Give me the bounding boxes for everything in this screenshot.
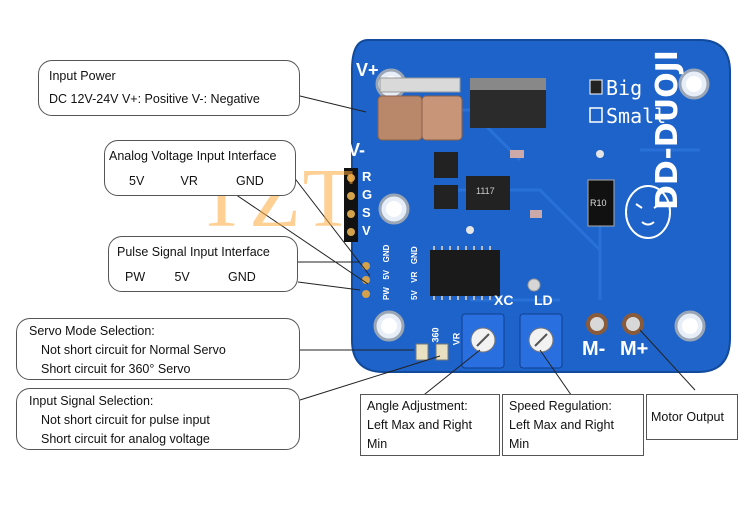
- mascot-icon: [625, 185, 671, 239]
- callout-input-signal: Input Signal Selection: Not short circui…: [16, 388, 300, 450]
- label-v-minus: V-: [348, 140, 366, 160]
- pin-v: V: [362, 223, 371, 238]
- header-pins: [344, 168, 358, 242]
- angle-line2: Left Max and Right: [367, 418, 472, 432]
- servo-mode-line2: Short circuit for 360° Servo: [41, 362, 191, 376]
- jumper-vr-label: VR: [451, 332, 462, 346]
- brand-label: DD-DUOJI: [650, 50, 685, 210]
- speed-line3: Min: [509, 437, 530, 451]
- pin-label-gnd: GND: [410, 246, 419, 265]
- pad-m-plus: [622, 313, 644, 335]
- label-big: Big: [606, 76, 643, 100]
- input-signal-line2: Short circuit for analog voltage: [41, 432, 210, 446]
- pin-label-pw: PW: [382, 287, 391, 300]
- chip-marking: 1117: [476, 186, 495, 196]
- header-pin-letters: R G S V: [362, 168, 376, 240]
- servo-mode-title: Servo Mode Selection:: [29, 324, 155, 338]
- label-xc: XC: [494, 292, 514, 308]
- pin-label-vr: VR: [410, 271, 419, 283]
- input-power-title: Input Power: [49, 69, 116, 83]
- input-signal-title: Input Signal Selection:: [29, 394, 154, 408]
- label-small: Small: [606, 104, 667, 128]
- analog-label-5v: 5V: [129, 174, 145, 188]
- pin-label-5v: 5V: [410, 290, 419, 300]
- angle-line1: Angle Adjustment:: [367, 399, 468, 413]
- input-signal-line1: Not short circuit for pulse input: [41, 413, 210, 427]
- jumper-360: [415, 343, 429, 361]
- jumper-vr: [435, 343, 449, 361]
- ic-1117: [466, 176, 510, 210]
- resistor-r10: [587, 179, 615, 227]
- inductor-2: [421, 95, 463, 141]
- analog-label-gnd: GND: [235, 174, 264, 188]
- inductor-1: [377, 95, 423, 141]
- pin-labels-group-1: 5V VR GND: [404, 246, 422, 300]
- analog-label-vr: VR: [180, 174, 198, 188]
- pin-label-5v-2: 5V: [382, 269, 391, 280]
- pin-s: S: [362, 205, 371, 220]
- label-v-plus: V+: [356, 60, 379, 80]
- motor-output-label: Motor Output: [651, 410, 724, 424]
- speed-line1: Speed Regulation:: [509, 399, 612, 413]
- box-motor-output: Motor Output: [646, 394, 738, 440]
- driver-ic: [430, 250, 500, 296]
- pot-xc: [461, 313, 505, 369]
- box-speed-regulation: Speed Regulation: Left Max and Right Min: [502, 394, 644, 456]
- pulse-label-pw: PW: [125, 270, 146, 284]
- label-m-plus: M+: [620, 338, 649, 360]
- pot-ld: [519, 313, 563, 369]
- pulse-input-title: Pulse Signal Input Interface: [117, 245, 270, 259]
- speed-line2: Left Max and Right: [509, 418, 614, 432]
- pin-labels-group-2: PW 5V GND: [376, 245, 394, 300]
- leader-lines: [225, 95, 696, 403]
- jumper-360-label: 360: [430, 327, 441, 343]
- analog-input-title: Analog Voltage Input Interface: [109, 149, 277, 163]
- box-angle-adjustment: Angle Adjustment: Left Max and Right Min: [360, 394, 500, 456]
- callout-analog-input: Analog Voltage Input Interface 5V VR GND: [104, 140, 296, 196]
- pin-r: R: [362, 169, 372, 184]
- pin-label-gnd-2: GND: [382, 244, 391, 263]
- input-power-desc: DC 12V-24V V+: Positive V-: Negative: [49, 92, 260, 106]
- servo-mode-line1: Not short circuit for Normal Servo: [41, 343, 226, 357]
- callout-input-power: Input Power DC 12V-24V V+: Positive V-: …: [38, 60, 300, 116]
- label-m-minus: M-: [582, 338, 606, 360]
- resistor-marking: R10: [590, 198, 607, 208]
- callout-servo-mode: Servo Mode Selection: Not short circuit …: [16, 318, 300, 380]
- pad-m-minus: [586, 313, 608, 335]
- callout-pulse-input: Pulse Signal Input Interface PW 5V GND: [108, 236, 298, 292]
- pulse-label-5v: 5V: [174, 270, 190, 284]
- angle-line3: Min: [367, 437, 388, 451]
- pulse-label-gnd: GND: [227, 270, 256, 284]
- label-ld: LD: [534, 292, 553, 308]
- pin-g: G: [362, 187, 373, 202]
